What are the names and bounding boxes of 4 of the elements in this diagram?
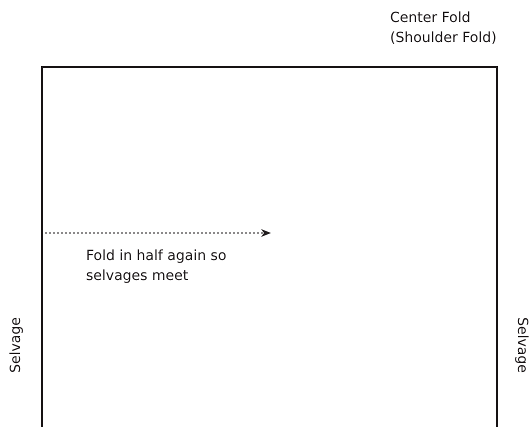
- selvage-label: Selvage: [6, 317, 25, 373]
- fold-label: Center Fold (Shoulder Fold): [390, 9, 498, 48]
- selvage-label: Selvage: [512, 317, 529, 373]
- instruction-note: Fold in half again so selvages meet: [86, 247, 228, 286]
